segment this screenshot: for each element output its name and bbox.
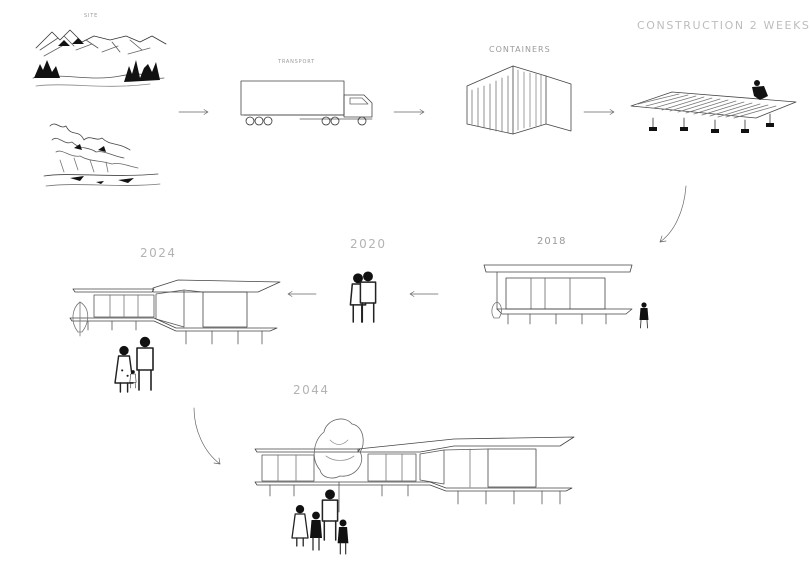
site-forest-river <box>43 123 161 187</box>
label-year-2020: 2020 <box>350 237 387 251</box>
site-mountain-landscape <box>32 29 167 87</box>
label-transport: TRANSPORT <box>278 59 315 65</box>
diagram-title: CONSTRUCTION 2 WEEKS <box>637 19 810 32</box>
label-site: SITE <box>84 13 99 19</box>
shipping-container <box>466 65 572 135</box>
arrow-2020-to-2024 <box>287 291 317 297</box>
label-year-2024: 2024 <box>140 246 177 260</box>
house-2018 <box>483 264 649 329</box>
arrow-transport-to-containers <box>393 109 425 115</box>
flow-arrows <box>178 109 687 465</box>
couple-2020 <box>349 271 377 323</box>
house-2044 <box>254 418 575 555</box>
arrow-2018-to-2020 <box>409 291 439 297</box>
arrow-containers-to-deck <box>583 109 615 115</box>
label-containers: CONTAINERS <box>489 45 551 54</box>
deck-assembly <box>630 80 797 133</box>
arrow-site-to-transport <box>178 109 209 115</box>
label-year-2044: 2044 <box>293 383 330 397</box>
house-2024 <box>69 279 281 393</box>
label-year-2018: 2018 <box>537 236 567 247</box>
arrow-deck-to-2018 <box>659 185 687 243</box>
arrow-2024-to-2044 <box>193 407 221 465</box>
transport-truck <box>240 80 373 126</box>
